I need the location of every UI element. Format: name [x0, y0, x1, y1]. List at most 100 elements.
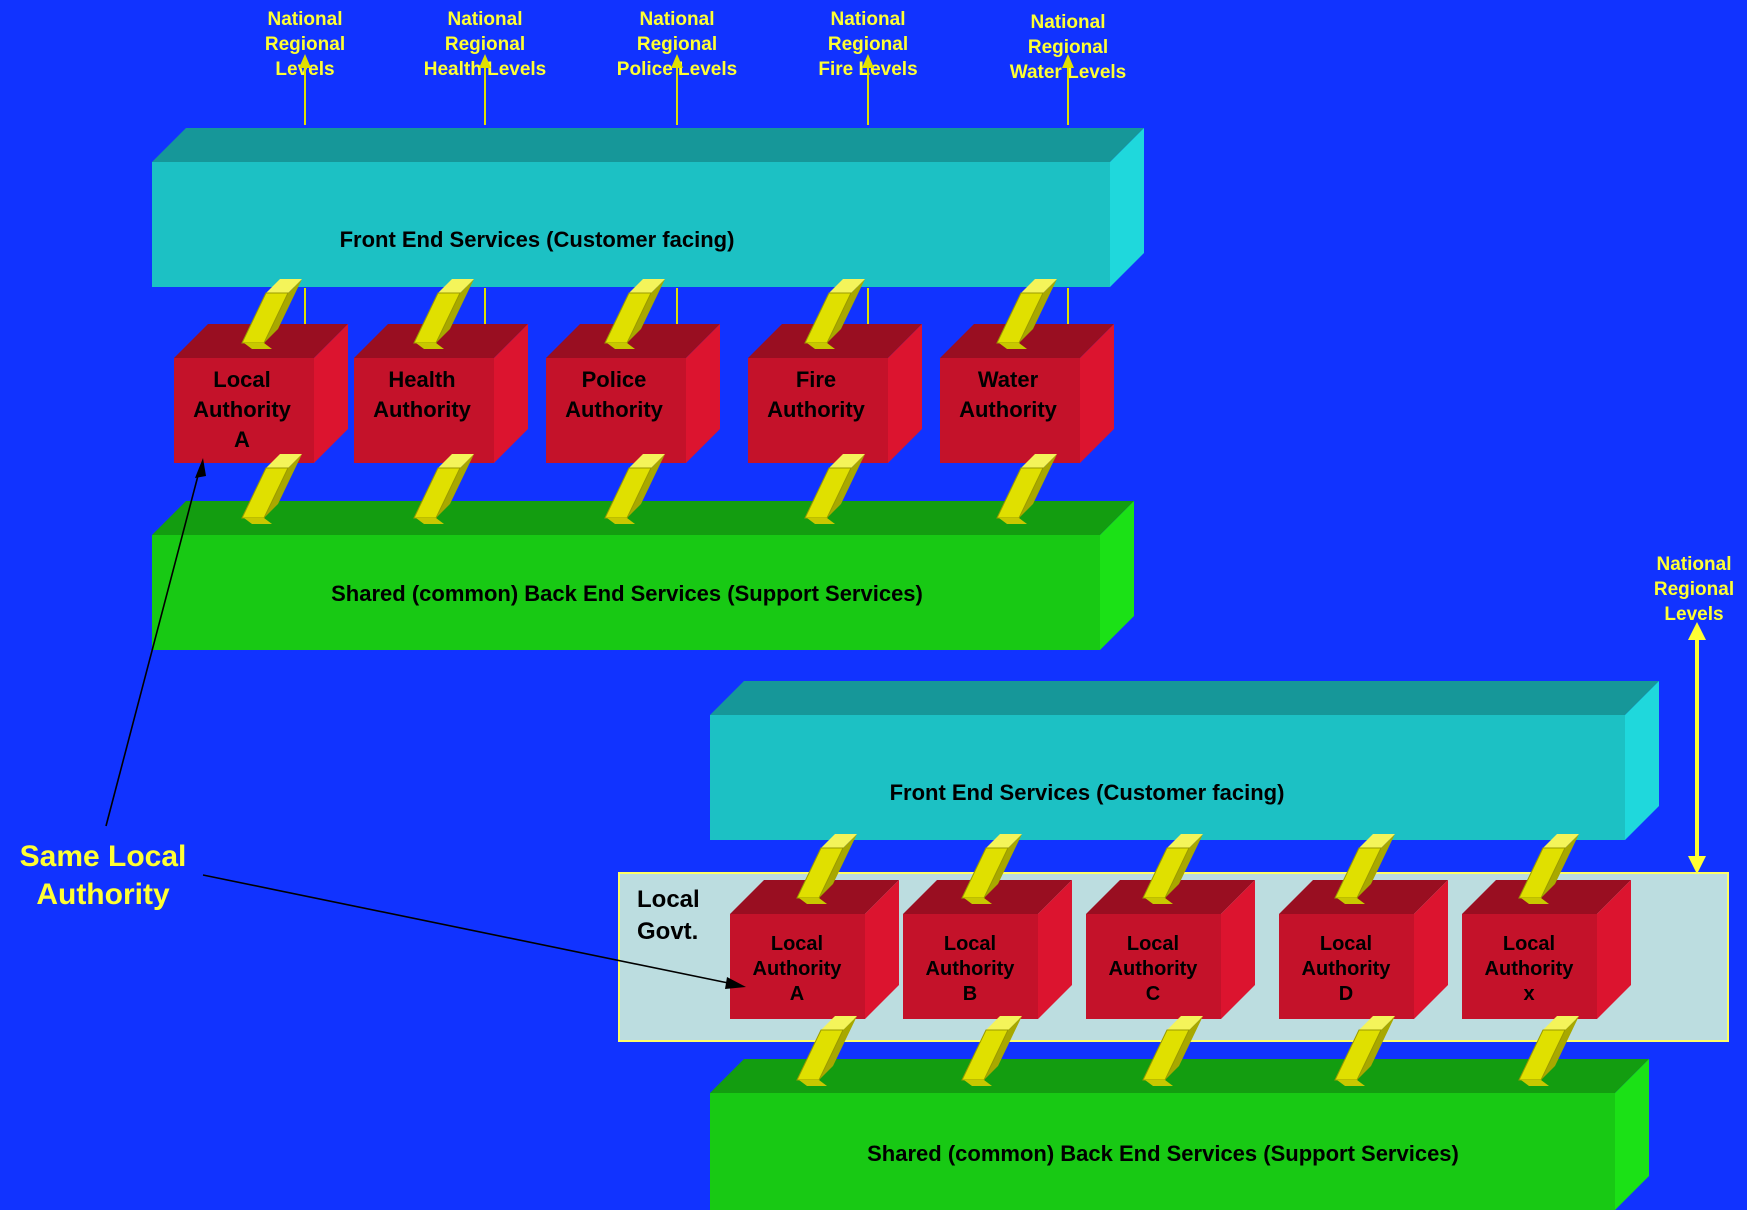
connector-icon-bottom-lower-4 — [1518, 1016, 1579, 1086]
authority-cube-bottom-3-top — [1279, 880, 1448, 914]
connector-icon-top-upper-3 — [804, 279, 865, 349]
connector-icon-top-upper-4-side — [1019, 279, 1057, 343]
authority-cube-top-4-side — [1080, 324, 1114, 463]
authority-cube-bottom-1-front — [903, 914, 1038, 1019]
connector-icon-bottom-upper-2-side — [1165, 834, 1203, 898]
callout-arrow-bottom-line — [202, 874, 739, 986]
authority-label-top-3-line: Fire — [796, 367, 836, 392]
national-label-bottom-line: National — [1657, 554, 1732, 575]
connector-icon-bottom-upper-3-side — [1357, 834, 1395, 898]
national-label-top-4-line: Regional — [1028, 37, 1108, 58]
connector-icon-bottom-upper-0-side — [819, 834, 857, 898]
connector-icon-bottom-lower-1-tab — [964, 1080, 992, 1086]
connector-icon-top-lower-1-tab — [416, 518, 444, 524]
national-double-arrow-head-up — [1688, 622, 1706, 640]
connector-icon-top-upper-1-side — [436, 279, 474, 343]
connector-icon-top-upper-2-top — [629, 279, 665, 293]
authority-label-bottom-1-line: Authority — [926, 958, 1016, 980]
front-end-services-bottom-front — [710, 715, 1625, 840]
authority-cube-bottom-3-front — [1279, 914, 1414, 1019]
connector-icon-bottom-upper-3-top — [1359, 834, 1395, 848]
back-end-label-bottom: Shared (common) Back End Services (Suppo… — [867, 1141, 1459, 1166]
callout-arrows — [105, 458, 746, 989]
front-end-services-top-front — [152, 162, 1110, 287]
connector-icon-bottom-lower-2-top — [1167, 1016, 1203, 1030]
connector-icon-top-upper-3-tab — [807, 343, 835, 349]
authority-cube-top-2-top — [546, 324, 720, 358]
connector-icon-top-upper-4-tab — [999, 343, 1027, 349]
authority-label-bottom-3-line: D — [1339, 983, 1353, 1005]
authority-cube-top-1-front — [354, 358, 494, 463]
front-end-services-bottom-side — [1625, 681, 1659, 840]
authority-cube-top-0-side — [314, 324, 348, 463]
authority-cube-bottom-1-side — [1038, 880, 1072, 1019]
authority-cube-top-2-side — [686, 324, 720, 463]
same-local-authority-callout-line: Same Local — [20, 840, 187, 873]
national-label-top-0-line: National — [268, 9, 343, 30]
front-end-services-top — [152, 128, 1144, 287]
connector-icon-bottom-upper-0 — [796, 834, 857, 904]
authority-cube-bottom-2-top — [1086, 880, 1255, 914]
authority-cube-top-2-front — [546, 358, 686, 463]
connector-icon-bottom-upper-1-tab — [964, 898, 992, 904]
authority-label-bottom-4-line: Local — [1503, 933, 1555, 955]
authority-label-bottom-4-line: Authority — [1485, 958, 1575, 980]
local-govt-label-line: Local — [637, 886, 700, 913]
connector-icon-top-upper-4 — [996, 279, 1057, 349]
back-end-services-top-top — [152, 501, 1134, 535]
connector-icon-top-lower-4-side — [1019, 454, 1057, 518]
connector-icon-top-lower-1 — [413, 454, 474, 524]
connector-icon-bottom-lower-2 — [1142, 1016, 1203, 1086]
connector-icon-top-upper-0-tab — [244, 343, 272, 349]
back-end-label-top: Shared (common) Back End Services (Suppo… — [331, 581, 923, 606]
connector-icon-bottom-upper-3 — [1334, 834, 1395, 904]
authority-label-top-3-line: Authority — [767, 397, 866, 422]
connector-icon-bottom-lower-3 — [1334, 1016, 1395, 1086]
connector-icon-top-lower-3 — [804, 454, 865, 524]
connector-icon-top-upper-0-top — [266, 279, 302, 293]
national-label-bottom-line: Regional — [1654, 579, 1734, 600]
authority-cube-bottom-2-side — [1221, 880, 1255, 1019]
connector-icon-bottom-upper-4-tab — [1521, 898, 1549, 904]
authority-label-bottom-4-line: x — [1523, 983, 1534, 1005]
authority-cube-top-1-top — [354, 324, 528, 358]
connector-icon-top-upper-2 — [604, 279, 665, 349]
authority-cube-top-1-side — [494, 324, 528, 463]
back-end-services-bottom-front — [710, 1093, 1615, 1210]
authority-label-top-0-line: A — [234, 427, 250, 452]
connector-icon-top-lower-4-tab — [999, 518, 1027, 524]
authority-label-bottom-2-line: Authority — [1109, 958, 1199, 980]
connector-icon-bottom-lower-3-top — [1359, 1016, 1395, 1030]
connector-icon-bottom-upper-4-side — [1541, 834, 1579, 898]
connector-icon-bottom-lower-0-top — [821, 1016, 857, 1030]
connector-icon-bottom-lower-3-side — [1357, 1016, 1395, 1080]
national-arrow-top-0-head — [299, 54, 311, 68]
connector-icon-top-lower-0-side — [264, 454, 302, 518]
national-arrow-top-0 — [299, 54, 311, 125]
authority-cube-bottom-2 — [1086, 880, 1255, 1019]
authority-cube-bottom-2-front — [1086, 914, 1221, 1019]
connector-icon-top-upper-0-side — [264, 279, 302, 343]
back-end-label-top-line: Shared (common) Back End Services (Suppo… — [331, 581, 923, 606]
connector-icon-top-upper-1 — [413, 279, 474, 349]
front-end-label-top-line: Front End Services (Customer facing) — [340, 227, 735, 252]
back-end-services-bottom-side — [1615, 1059, 1649, 1210]
authority-label-bottom-1-line: B — [963, 983, 977, 1005]
connector-icon-bottom-upper-2 — [1142, 834, 1203, 904]
authority-cube-top-3 — [748, 324, 922, 463]
back-end-services-top-front — [152, 535, 1100, 650]
connector-icon-top-upper-1-tab — [416, 343, 444, 349]
national-label-top-0-line: Regional — [265, 34, 345, 55]
national-arrow-top-1 — [479, 54, 491, 125]
authority-cube-bottom-4-front — [1462, 914, 1597, 1019]
authority-cube-bottom-1 — [903, 880, 1072, 1019]
